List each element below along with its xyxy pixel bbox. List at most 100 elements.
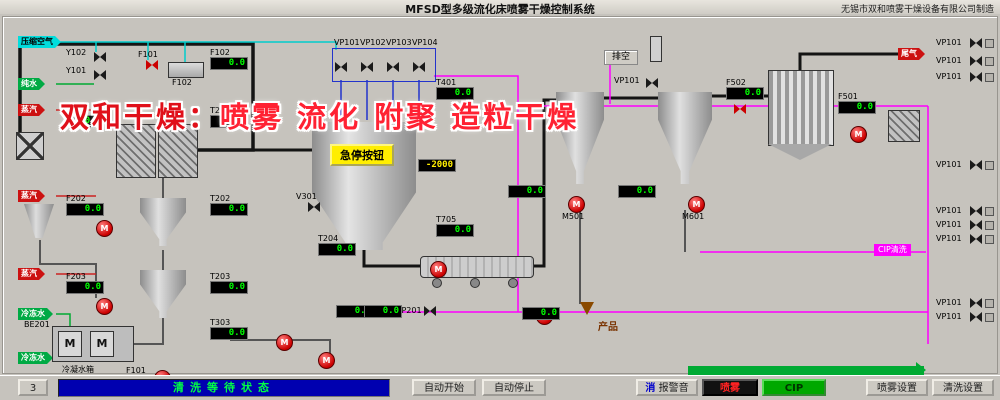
valve-icon-vp103[interactable] <box>387 62 399 72</box>
pump-motor-2[interactable]: M <box>96 298 113 315</box>
valve-icon-y101[interactable] <box>94 70 106 80</box>
supply-tag-steam-1: 蒸汽 <box>18 104 45 116</box>
valve-label-vp101-r9: VP101 <box>936 312 962 321</box>
vent-label: 排空 <box>604 50 638 65</box>
valve-icon-vp101[interactable] <box>335 62 347 72</box>
actuator-icon <box>985 39 994 48</box>
valve-icon-vp101-vent[interactable] <box>646 78 658 88</box>
display-label: T201 <box>210 106 231 115</box>
fan-icon <box>16 132 44 160</box>
display-label: F201 <box>66 106 86 115</box>
supply-tag-chilled-water-in: 冷冻水 <box>18 308 53 320</box>
display-label <box>618 176 656 185</box>
valve-icon-vp201[interactable] <box>424 306 436 316</box>
mute-label: 报警音 <box>658 383 689 394</box>
pump-motor-fluidbed[interactable]: M <box>430 261 447 278</box>
mute-alarm-button[interactable]: 消 报警音 <box>636 379 698 396</box>
valve-label-y101: Y101 <box>66 66 87 75</box>
actuator-icon <box>985 313 994 322</box>
supply-tag-steam-3: 蒸汽 <box>18 268 45 280</box>
auto-start-button[interactable]: 自动开始 <box>412 379 476 396</box>
display-label: F202 <box>66 194 86 203</box>
valve-icon-vp101-r4[interactable] <box>970 160 982 170</box>
valve-icon-f101[interactable] <box>146 60 158 70</box>
valve-icon-f502[interactable] <box>734 104 746 114</box>
emergency-stop-button[interactable]: 急停按钮 <box>330 144 394 166</box>
display-label: F502 <box>726 78 746 87</box>
valve-label-vp101-r5: VP101 <box>936 206 962 215</box>
valve-icon-y102[interactable] <box>94 52 106 62</box>
valve-icon-vp102[interactable] <box>361 62 373 72</box>
control-bar: 3 清洗等待状态 自动开始 自动停止 消 报警音 喷雾 CIP 喷雾设置 清洗设… <box>0 375 1000 400</box>
vent-stack <box>650 36 662 62</box>
pump-motor-m501[interactable]: M <box>568 196 585 213</box>
valve-label-vp101-r2: VP101 <box>936 56 962 65</box>
blower-label-f102: F102 <box>172 78 192 87</box>
valve-icon-vp101-r9[interactable] <box>970 312 982 322</box>
motor-label-m501: M501 <box>562 212 585 221</box>
valve-icon-vp101-r1[interactable] <box>970 38 982 48</box>
valve-label-vp101-r8: VP101 <box>936 298 962 307</box>
display-label <box>508 176 546 185</box>
display-label <box>522 298 560 307</box>
display-value: 0.0 <box>210 327 248 340</box>
valve-label-vp101-r4: VP101 <box>936 160 962 169</box>
page-title: MFSD型多级流化床喷雾干燥控制系统 <box>405 3 595 16</box>
actuator-icon <box>985 57 994 66</box>
screen-select-button[interactable]: 3 <box>18 379 48 396</box>
display-value: 0.0 <box>66 203 104 216</box>
fluid-bed-mount-3 <box>508 278 518 288</box>
cip-mode-button[interactable]: CIP <box>762 379 826 396</box>
supply-tag-steam-2: 蒸汽 <box>18 190 45 202</box>
agitator-motor-2[interactable]: M <box>90 331 114 357</box>
pump-motor-3[interactable]: M <box>276 334 293 351</box>
display-value: -2000 <box>418 159 456 172</box>
valve-icon-vp101-r6[interactable] <box>970 220 982 230</box>
valve-icon-vp101-r7[interactable] <box>970 234 982 244</box>
valve-icon-vp104[interactable] <box>413 62 425 72</box>
agitator-motor-1[interactable]: M <box>58 331 82 357</box>
drain-arrow-icon <box>688 362 926 378</box>
valve-icon-v301[interactable] <box>308 202 320 212</box>
valve-label-vp101-r1: VP101 <box>936 38 962 47</box>
display-value: 0.0 <box>364 305 402 318</box>
pump-motor-m601[interactable]: M <box>688 196 705 213</box>
spray-mode-button[interactable]: 喷雾 <box>702 379 758 396</box>
manufacturer-label: 无锡市双和喷雾干燥设备有限公司制造 <box>840 5 994 15</box>
pump-motor-exhaust[interactable]: M <box>850 126 867 143</box>
bag-filter <box>768 70 834 146</box>
valve-icon-vp101-r5[interactable] <box>970 206 982 216</box>
valve-icon-vp101-r3[interactable] <box>970 72 982 82</box>
valve-icon-vp101-r8[interactable] <box>970 298 982 308</box>
valve-label-vp101-r6: VP101 <box>936 220 962 229</box>
display-tower-setpoint: -2000 <box>418 150 456 172</box>
fluid-bed <box>420 256 534 278</box>
fluid-bed-mount-1 <box>432 278 442 288</box>
pump-motor-4[interactable]: M <box>318 352 335 369</box>
display-value: 0.0 <box>210 281 248 294</box>
supply-tag-compressed-air: 压缩空气 <box>18 36 61 48</box>
pump-motor-1[interactable]: M <box>96 220 113 237</box>
display-label: T401 <box>436 78 457 87</box>
valve-icon-vp101-r2[interactable] <box>970 56 982 66</box>
clean-settings-button[interactable]: 清洗设置 <box>932 379 994 396</box>
auto-stop-button[interactable]: 自动停止 <box>482 379 546 396</box>
display-value: 0.0 <box>210 203 248 216</box>
display-label: F203 <box>66 272 86 281</box>
display-value: 0.0 <box>318 243 356 256</box>
blower-f102[interactable] <box>168 62 204 78</box>
spray-settings-button[interactable]: 喷雾设置 <box>866 379 928 396</box>
valve-label-f101: F101 <box>138 50 158 59</box>
display-misc-2: 0.0 <box>364 296 402 318</box>
product-label: 产品 <box>598 322 618 333</box>
